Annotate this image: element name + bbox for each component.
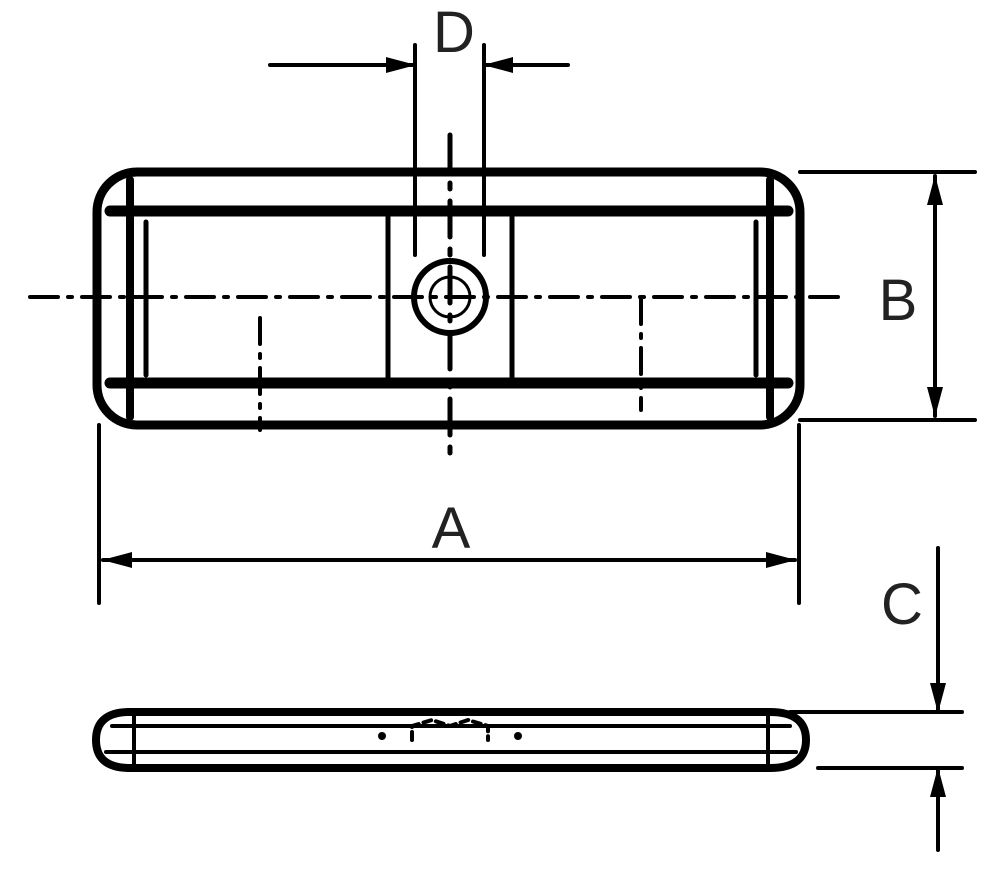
side-view — [92, 708, 810, 772]
dimension-d-label: D — [433, 0, 475, 65]
top-view — [28, 132, 842, 465]
side-detail-dot-right — [514, 732, 522, 740]
dimension-b-label: B — [879, 268, 918, 333]
dimension-a-label: A — [432, 496, 471, 561]
side-profile-outline — [92, 708, 810, 772]
dimension-c: C — [788, 546, 964, 852]
side-hole-detail — [410, 718, 490, 742]
dimension-c-label: C — [881, 572, 923, 637]
dimension-a: A — [97, 423, 801, 605]
dimension-b: B — [798, 170, 977, 422]
side-detail-dot-left — [378, 732, 386, 740]
dimension-d: D — [268, 0, 570, 257]
